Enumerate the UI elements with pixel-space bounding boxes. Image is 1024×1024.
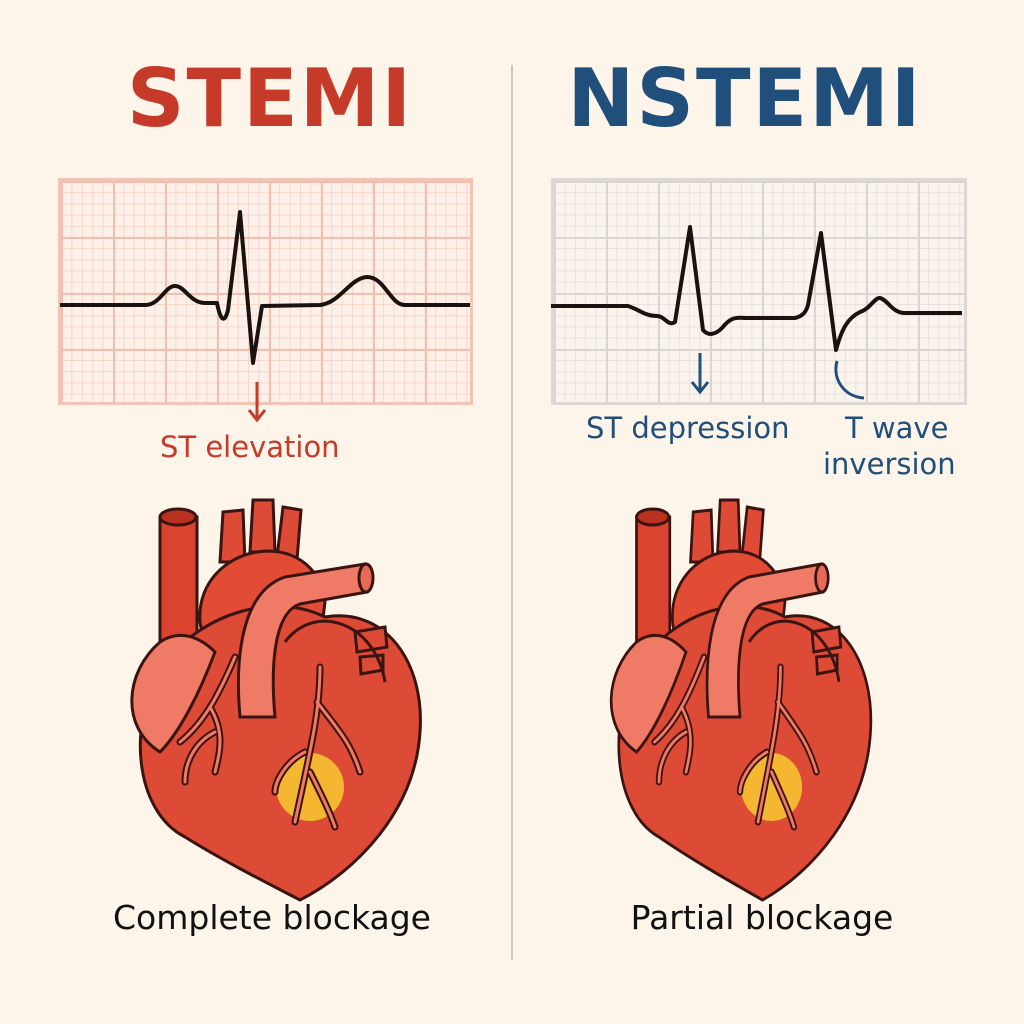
nstemi-heart-illustration [611, 500, 871, 900]
st-elevation-label: ST elevation [160, 430, 340, 464]
stemi-title: STEMI [126, 52, 414, 145]
nstemi-ecg-trace [551, 225, 962, 352]
st-depression-label: ST depression [586, 411, 790, 445]
nstemi-title: NSTEMI [567, 52, 923, 145]
stemi-ecg-grid [58, 178, 473, 405]
complete-blockage-caption: Complete blockage [113, 898, 431, 937]
center-divider [511, 65, 513, 960]
st-depression-arrow [690, 353, 710, 395]
stemi-ecg-trace [60, 210, 470, 365]
t-wave-label: T wave [845, 411, 949, 445]
st-elevation-arrow [247, 382, 267, 423]
stemi-heart-illustration [132, 500, 421, 900]
partial-blockage-caption: Partial blockage [630, 898, 894, 937]
inversion-label: inversion [823, 447, 956, 481]
nstemi-ecg-grid [551, 178, 967, 405]
t-wave-inversion-arc [834, 360, 865, 400]
